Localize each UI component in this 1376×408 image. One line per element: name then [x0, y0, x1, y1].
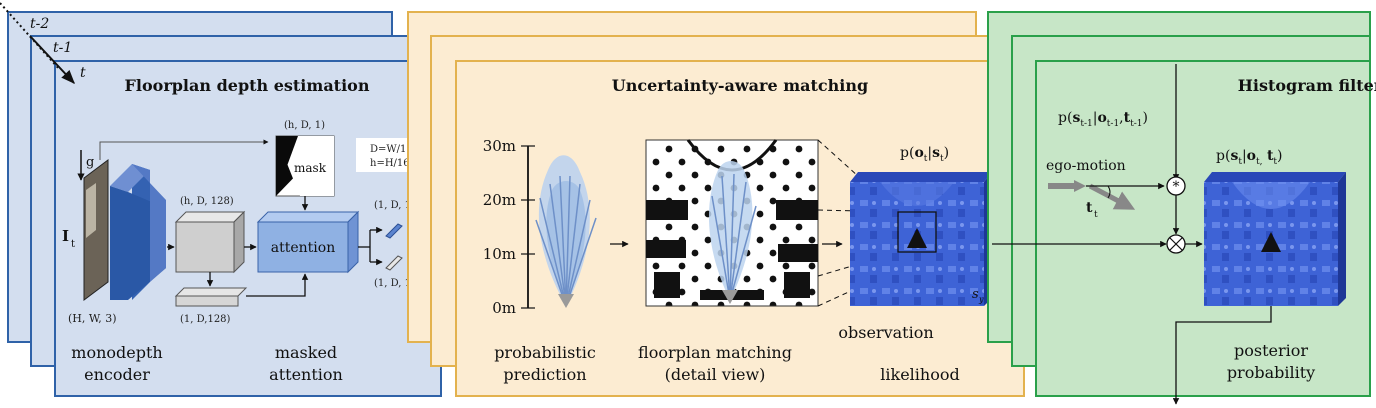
matching-panel-title: Uncertainty-aware matching — [612, 76, 868, 95]
depth-output-bar — [385, 223, 403, 239]
feedback-line — [1172, 306, 1272, 405]
feature-cube-top — [174, 211, 246, 223]
motion-sub: t — [1094, 210, 1098, 220]
depth-panel-title: Floorplan depth estimation — [125, 76, 370, 95]
out-top-dims: (1, D, 1) — [374, 200, 415, 211]
caption-likelihood-1: observation — [838, 323, 933, 342]
feature-dims: (h, D, 128) — [180, 196, 234, 207]
gravity-label: g — [86, 155, 94, 170]
input-label-sub: t — [71, 239, 75, 250]
attention-cube — [257, 221, 349, 273]
attention-cube-side — [347, 210, 359, 274]
posterior-cube-top — [1204, 172, 1346, 182]
prediction-fan — [535, 155, 597, 308]
feature-cube-side — [233, 210, 245, 274]
caption-posterior-2: probability — [1227, 363, 1315, 382]
axis-label-10: 10m — [483, 245, 516, 263]
time-arrow — [29, 35, 75, 85]
axis-label-0: 0m — [492, 299, 516, 317]
mask-label: mask — [294, 161, 327, 175]
arrow-lower-attention — [246, 273, 309, 297]
ego-motion-head — [1074, 180, 1086, 192]
s-y-sub: y — [978, 295, 984, 304]
caption-encoder-2: encoder — [84, 365, 150, 384]
lower-dims: (1, D,128) — [180, 314, 231, 325]
lower-block — [175, 295, 239, 307]
likelihood-cube-top — [850, 172, 992, 182]
mask-dims: (h, D, 1) — [284, 120, 325, 131]
frame-label-t-1: t-1 — [53, 40, 72, 56]
ego-motion-label: ego-motion — [1046, 158, 1126, 174]
axis-label-30: 30m — [483, 137, 516, 155]
ego-motion-angle — [1107, 185, 1111, 199]
likelihood-zoom-box — [897, 211, 937, 253]
likelihood-formula: p(ot|st) — [900, 145, 949, 164]
input-image-highlight — [86, 183, 96, 238]
product-x-b — [1169, 237, 1183, 251]
axis-label-20: 20m — [483, 191, 516, 209]
caption-encoder-1: monodepth — [71, 343, 162, 362]
out-bottom-dims: (1, D, 1) — [374, 278, 415, 289]
caption-attention-2: attention — [269, 365, 343, 384]
attention-cube-top — [256, 211, 360, 223]
convolution-symbol: * — [1173, 179, 1180, 195]
caption-posterior-1: posterior — [1234, 341, 1308, 360]
attention-label: attention — [271, 240, 335, 256]
frame-label-t-2: t-2 — [30, 16, 49, 32]
likelihood-dome — [880, 182, 954, 206]
lower-block-top — [174, 287, 248, 297]
caption-prediction-1: probabilistic — [494, 343, 596, 362]
caption-floorplan-2: (detail view) — [665, 365, 766, 384]
note-line-2: h=H/16 — [370, 158, 410, 169]
posterior-dome — [1232, 182, 1310, 209]
floorplan-fan — [708, 161, 757, 304]
arrow-input-mask — [99, 139, 269, 160]
input-label: I — [62, 227, 69, 245]
mask-dark — [276, 136, 298, 196]
s-y-label: s — [972, 287, 979, 302]
input-dims: (H, W, 3) — [68, 312, 117, 325]
caption-floorplan-1: floorplan matching — [638, 343, 792, 362]
caption-likelihood-2: likelihood — [880, 365, 959, 384]
uncert-output-bar — [385, 255, 403, 271]
frame-label-t: t — [80, 65, 86, 81]
motion-symbol: t — [1086, 200, 1093, 216]
encoder-side — [132, 164, 166, 282]
caption-prediction-2: prediction — [503, 365, 586, 384]
note-line-1: D=W/16 — [370, 144, 413, 155]
feature-cube — [175, 221, 235, 273]
caption-attention-1: masked — [275, 343, 337, 362]
posterior-formula: p(st|ot, tt) — [1216, 148, 1283, 167]
histogram-panel-title: Histogram filter — [1238, 76, 1376, 95]
posterior-cube-side — [1338, 172, 1346, 306]
